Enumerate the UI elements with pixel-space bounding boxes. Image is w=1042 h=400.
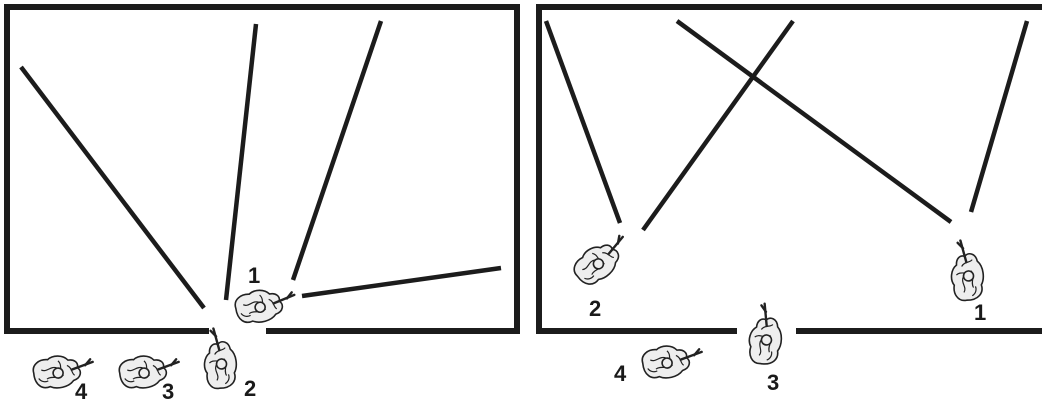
soldier-label: 2 [244,376,256,400]
soldier-icon [640,340,705,382]
soldier-label: 3 [162,379,174,400]
soldier-1: 1 [233,263,298,327]
soldier-label: 1 [974,300,986,325]
soldier-icon [747,303,784,366]
soldier-label: 4 [75,379,88,400]
sector-line [293,21,381,280]
sector-line [21,67,204,308]
right-panel: 1 2 3 4 [539,7,1042,395]
soldier-2: 2 [569,228,636,321]
soldier-icon [201,327,238,390]
soldier-label: 1 [248,263,260,288]
soldier-4: 4 [31,350,96,400]
left-panel: 1 2 3 4 [7,7,517,400]
soldier-icon [948,239,985,302]
soldier-3: 3 [747,303,784,395]
sector-line [302,268,501,296]
soldier-1: 1 [948,239,986,325]
soldier-label: 2 [589,296,601,321]
soldier-icon [569,228,636,291]
room-wall [7,7,517,331]
sector-line [677,21,951,222]
soldier-3: 3 [117,350,182,400]
soldier-label: 3 [767,370,779,395]
sector-line [971,21,1027,212]
soldier-icon [233,283,298,327]
sector-line [226,24,256,300]
soldier-label: 4 [614,361,627,386]
soldier-4: 4 [614,340,705,386]
soldier-2: 2 [201,327,256,400]
sector-line [546,21,620,223]
